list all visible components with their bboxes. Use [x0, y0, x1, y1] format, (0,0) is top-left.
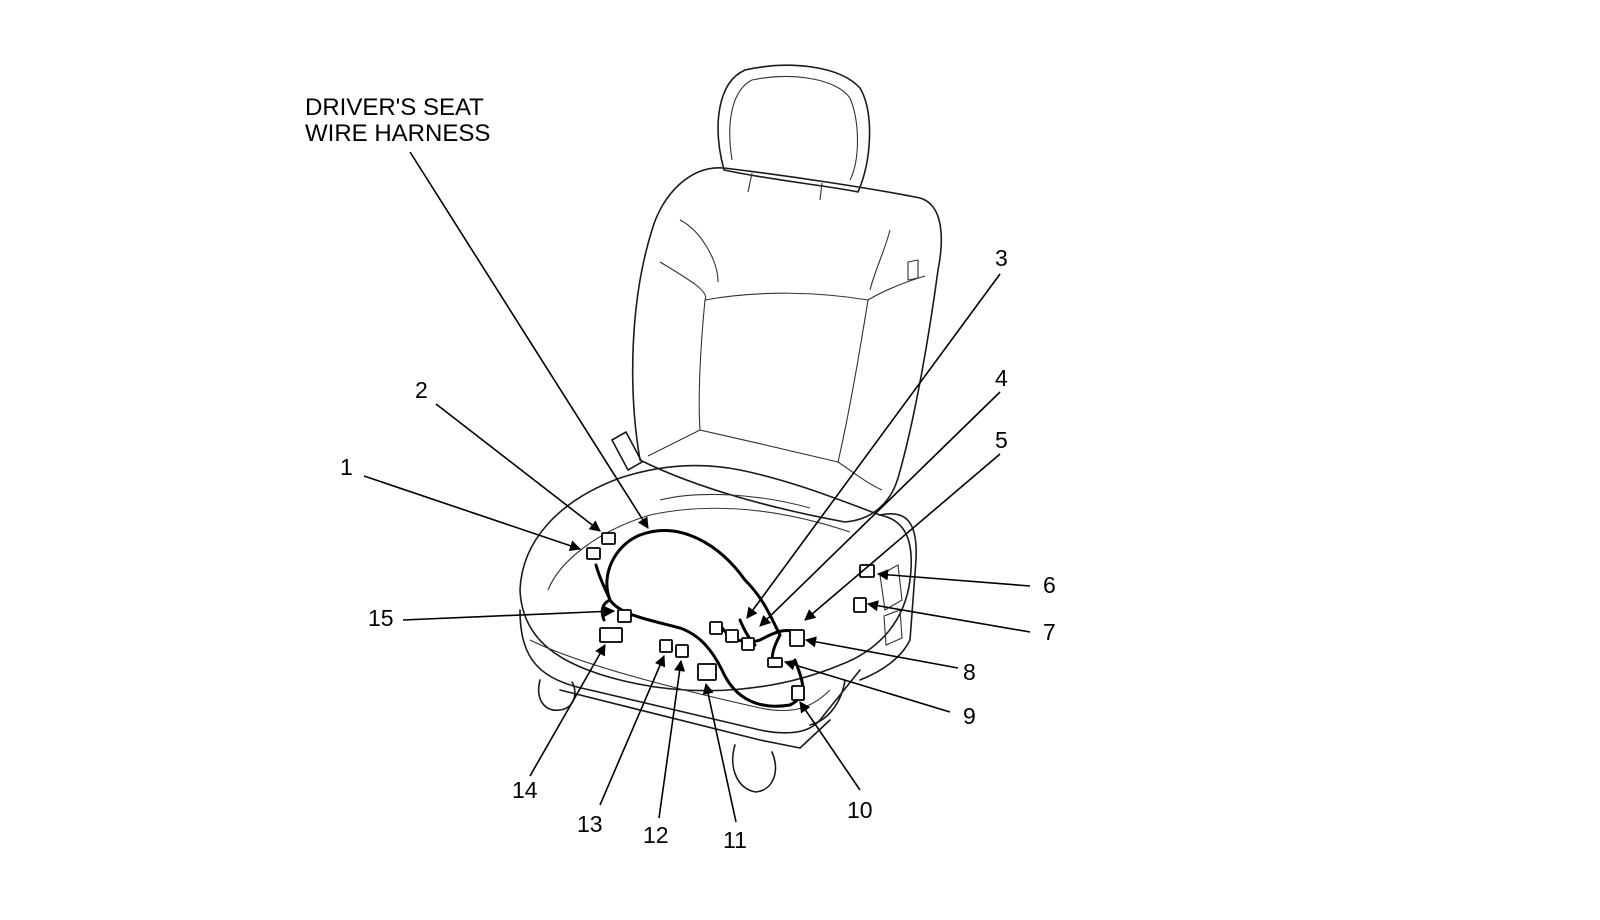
- connector-13: [659, 639, 673, 653]
- callout-9: 9: [963, 703, 976, 729]
- callout-3: 3: [995, 245, 1008, 271]
- connectors: [586, 532, 875, 701]
- leader-15: [402, 605, 616, 621]
- leader-10: [799, 701, 861, 791]
- callout-8: 8: [963, 659, 976, 685]
- connector-11: [697, 663, 717, 681]
- callout-13: 13: [577, 811, 603, 837]
- connector-15: [617, 609, 632, 623]
- leader-harness: [409, 151, 649, 529]
- callout-12: 12: [643, 822, 669, 848]
- callout-11: 11: [723, 827, 747, 853]
- leader-11: [702, 682, 737, 823]
- callout-2: 2: [415, 377, 428, 403]
- headrest: [717, 64, 871, 193]
- connector-7: [853, 597, 867, 613]
- leader-lines: [363, 151, 1031, 823]
- title-line-1: DRIVER'S SEAT: [305, 94, 484, 121]
- connector-9: [767, 657, 783, 668]
- callout-15: 15: [368, 605, 394, 631]
- callout-7: 7: [1043, 619, 1056, 645]
- leader-3: [746, 273, 1001, 619]
- leader-14: [529, 644, 606, 777]
- callout-1: 1: [340, 454, 353, 480]
- seat-cushion: [519, 464, 912, 692]
- connector-6: [859, 564, 875, 578]
- leader-9: [783, 659, 951, 713]
- leader-8: [804, 636, 959, 669]
- seat-back: [631, 167, 943, 523]
- connector-3: [709, 621, 723, 635]
- connector-4a: [725, 629, 739, 643]
- callout-14: 14: [512, 777, 538, 803]
- leader-7: [866, 600, 1031, 633]
- connector-2: [601, 532, 616, 545]
- leader-5: [804, 453, 1001, 621]
- leader-6: [876, 569, 1031, 587]
- connector-4b: [741, 637, 755, 651]
- callout-4: 4: [995, 365, 1008, 391]
- labels: DRIVER'S SEAT WIRE HARNESS 1 2 3 4 5 6 7…: [305, 94, 1056, 853]
- leader-2: [435, 403, 601, 532]
- seat-base: [519, 609, 861, 734]
- leader-12: [658, 659, 686, 819]
- callout-10: 10: [847, 797, 873, 823]
- connector-1: [586, 547, 601, 560]
- connector-8: [789, 629, 805, 647]
- connector-10: [791, 685, 805, 701]
- connector-12: [675, 644, 689, 658]
- leader-13: [599, 654, 666, 806]
- callout-5: 5: [995, 427, 1008, 453]
- title-line-2: WIRE HARNESS: [305, 120, 490, 147]
- leader-1: [363, 475, 582, 552]
- leader-4: [759, 391, 1001, 627]
- connector-14: [599, 627, 623, 643]
- callout-6: 6: [1043, 572, 1056, 598]
